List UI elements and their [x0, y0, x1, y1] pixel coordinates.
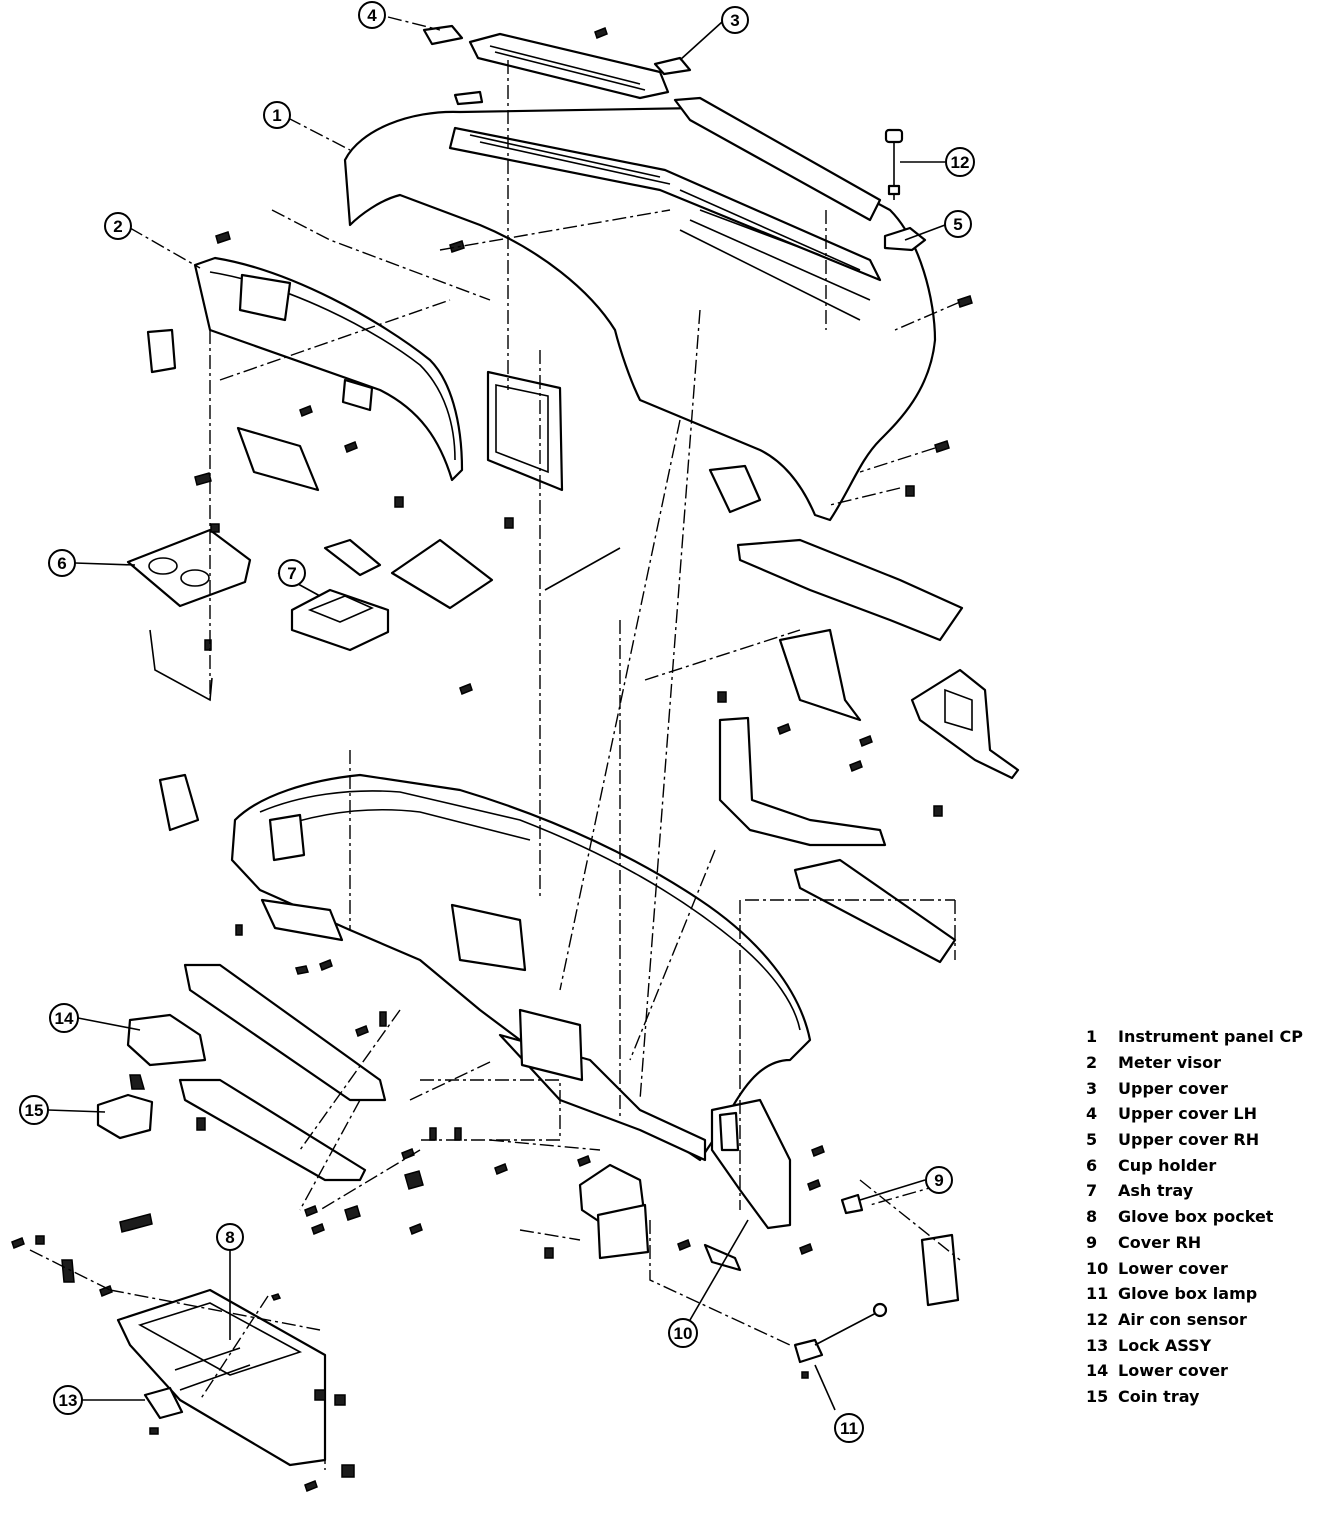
callout-7: 7 — [278, 559, 306, 587]
fasteners — [11, 27, 973, 1492]
svg-text:9: 9 — [934, 1171, 943, 1190]
callout-8: 8 — [216, 1223, 244, 1251]
svg-text:13: 13 — [59, 1391, 78, 1410]
svg-text:3: 3 — [730, 11, 739, 30]
callout-9: 9 — [925, 1166, 953, 1194]
coin-tray-part — [96, 1093, 154, 1140]
svg-text:12: 12 — [951, 153, 970, 172]
callout-10: 10 — [668, 1318, 698, 1348]
callout-3: 3 — [721, 6, 749, 34]
svg-text:14: 14 — [55, 1009, 74, 1028]
cup-holder-part — [126, 528, 252, 702]
glove-box-lamp-part — [793, 1302, 888, 1364]
svg-text:2: 2 — [113, 217, 122, 236]
instrument-panel-lower-part — [158, 773, 812, 1230]
callout-5: 5 — [944, 210, 972, 238]
callout-2: 2 — [104, 212, 132, 240]
ash-tray-part — [290, 588, 390, 652]
svg-text:6: 6 — [57, 554, 66, 573]
callout-12: 12 — [945, 147, 975, 177]
callout-11: 11 — [834, 1413, 864, 1443]
leader-lines — [29, 16, 961, 1470]
svg-text:5: 5 — [953, 215, 962, 234]
upper-cover-rh-part — [883, 226, 927, 252]
lower-cover-rh-part — [578, 1163, 742, 1272]
svg-text:8: 8 — [225, 1228, 234, 1247]
lock-assy-part — [143, 1386, 184, 1420]
callout-leaders — [47, 21, 946, 1411]
right-brackets — [718, 538, 1020, 964]
callout-15: 15 — [19, 1095, 49, 1125]
svg-text:1: 1 — [272, 106, 281, 125]
svg-text:15: 15 — [25, 1101, 44, 1120]
callout-1: 1 — [263, 101, 291, 129]
callout-13: 13 — [53, 1385, 83, 1415]
air-con-sensor-part — [884, 128, 904, 200]
svg-text:10: 10 — [674, 1324, 693, 1343]
glove-box-pocket-part — [116, 1288, 327, 1467]
instrument-panel-upper-part — [343, 90, 937, 522]
callout-6: 6 — [48, 549, 76, 577]
svg-text:4: 4 — [367, 6, 377, 25]
cover-rh-part — [840, 1193, 960, 1307]
upper-cover-lh-part — [422, 24, 670, 100]
svg-text:7: 7 — [287, 564, 296, 583]
callout-4: 4 — [358, 1, 386, 29]
center-brackets — [323, 370, 621, 610]
callout-14: 14 — [49, 1003, 79, 1033]
lower-cover-lh-part — [126, 963, 387, 1182]
upper-cover-part — [653, 56, 692, 76]
svg-text:11: 11 — [840, 1419, 858, 1438]
meter-visor-part — [146, 256, 464, 492]
